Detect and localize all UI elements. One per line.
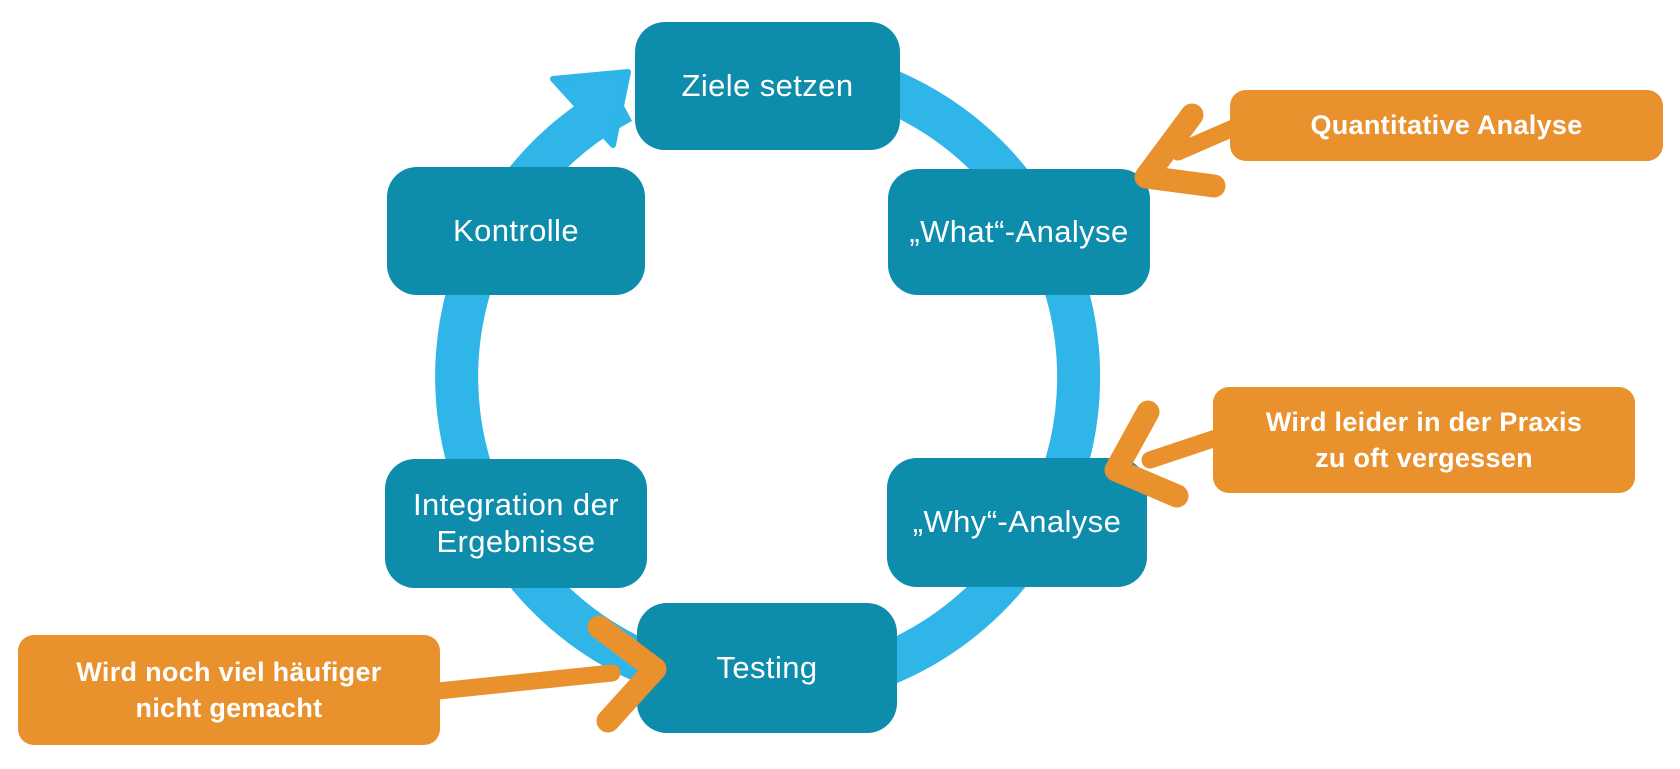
node-kontrolle: Kontrolle	[387, 167, 645, 295]
callout-line: nicht gemacht	[135, 693, 323, 723]
node-label: „What“-Analyse	[909, 213, 1129, 249]
arrow-head-icon	[1134, 103, 1226, 198]
node-why-analyse: „Why“-Analyse	[887, 458, 1147, 587]
callout-line: Quantitative Analyse	[1310, 110, 1583, 141]
callout-praxis-vergessen: Wird leider in der Praxis zu oft vergess…	[1213, 387, 1635, 493]
node-label: Kontrolle	[453, 212, 579, 248]
arrow-shaft	[429, 664, 621, 700]
callout-quantitative-analyse: Quantitative Analyse	[1230, 90, 1663, 161]
node-what-analyse: „What“-Analyse	[888, 169, 1150, 295]
arrow-shaft	[1141, 429, 1225, 469]
node-testing: Testing	[637, 603, 897, 733]
callout-nicht-gemacht: Wird noch viel häufiger nicht gemacht	[18, 635, 440, 745]
node-label: Ziele setzen	[681, 67, 854, 103]
node-label: „Why“-Analyse	[912, 504, 1122, 540]
arrow-callout-to-testing	[429, 615, 667, 733]
node-label: Integration der Ergebnisse	[413, 486, 619, 559]
node-integration-der-ergebnisse: Integration der Ergebnisse	[385, 459, 647, 588]
node-ziele-setzen: Ziele setzen	[635, 22, 900, 150]
node-label: Testing	[716, 649, 818, 685]
callout-line: Wird leider in der Praxis	[1265, 406, 1583, 437]
cycle-arrowhead-icon	[550, 69, 631, 148]
callout-line: zu oft vergessen	[1315, 443, 1533, 473]
callout-line: Wird noch viel häufiger	[76, 656, 382, 687]
cycle-ring-arc	[435, 45, 1101, 710]
